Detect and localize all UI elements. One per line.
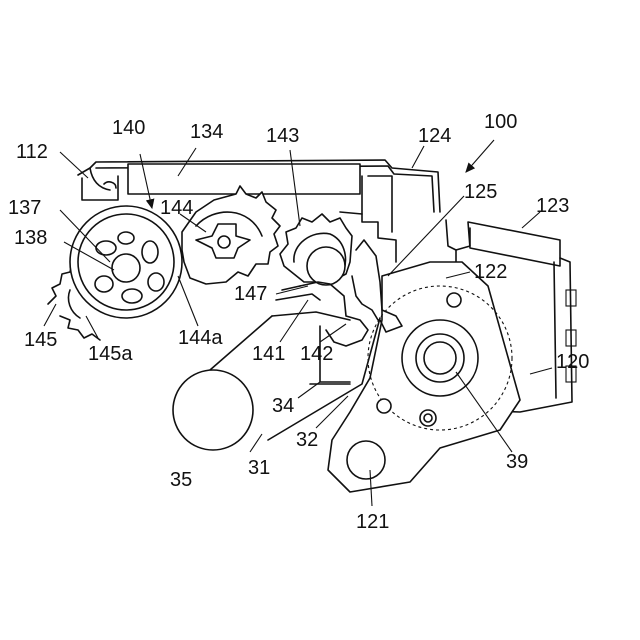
gear-144	[182, 186, 280, 284]
label-145: 145	[24, 329, 57, 351]
label-145a: 145a	[88, 343, 133, 365]
label-125: 125	[464, 181, 497, 203]
label-35: 35	[170, 469, 192, 491]
label-143: 143	[266, 125, 299, 147]
label-34: 34	[272, 395, 294, 417]
label-39: 39	[506, 451, 528, 473]
label-141: 141	[252, 343, 285, 365]
label-134: 134	[190, 121, 223, 143]
label-100: 100	[484, 111, 517, 133]
label-122: 122	[474, 261, 507, 283]
label-138: 138	[14, 227, 47, 249]
label-144a: 144a	[178, 327, 223, 349]
label-31: 31	[248, 457, 270, 479]
label-121: 121	[356, 511, 389, 533]
gear-137	[48, 206, 182, 340]
label-123: 123	[536, 195, 569, 217]
label-120: 120	[556, 351, 589, 373]
label-144: 144	[160, 197, 193, 219]
label-112: 112	[16, 141, 48, 163]
label-137: 137	[8, 197, 41, 219]
label-142: 142	[300, 343, 333, 365]
label-124: 124	[418, 125, 451, 147]
label-147: 147	[234, 283, 267, 305]
label-32: 32	[296, 429, 318, 451]
direction-arrow-100	[466, 140, 494, 172]
rod-134	[128, 164, 360, 194]
label-140: 140	[112, 117, 145, 139]
